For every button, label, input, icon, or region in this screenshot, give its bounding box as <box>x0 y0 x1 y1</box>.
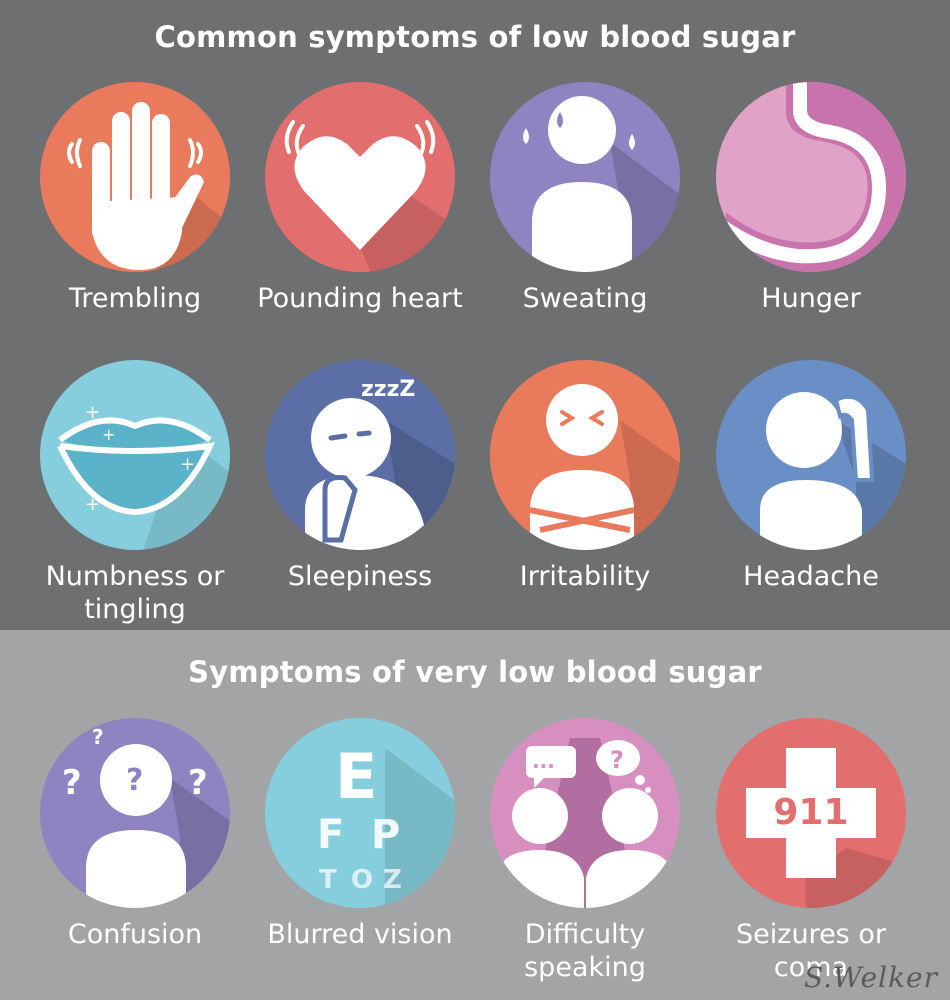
artist-signature: S.Welker <box>803 961 938 994</box>
svg-text:?: ? <box>92 725 104 749</box>
svg-text:+: + <box>102 425 115 444</box>
zzz-text: zzzZ <box>361 377 415 402</box>
svg-text:O: O <box>351 865 373 895</box>
svg-text:P: P <box>371 812 400 858</box>
lips-icon: + + + + <box>40 360 230 550</box>
eye-chart-icon: E F P T O Z <box>265 718 455 908</box>
symptom-label: Hunger <box>761 283 861 314</box>
common-symptoms-title: Common symptoms of low blood sugar <box>154 20 796 54</box>
hand-icon <box>40 82 230 272</box>
svg-text:E: E <box>335 740 377 813</box>
svg-text:T: T <box>319 865 337 895</box>
irritated-person-icon <box>490 360 680 550</box>
symptom-label: Blurred vision <box>267 919 453 950</box>
svg-text:?: ? <box>62 763 82 803</box>
svg-text:+: + <box>85 494 100 515</box>
stomach-icon <box>716 82 906 272</box>
symptom-label: Confusion <box>67 919 203 950</box>
svg-text:Z: Z <box>383 865 402 895</box>
svg-text:F: F <box>317 812 344 858</box>
sleepy-person-icon: zzzZ <box>265 360 455 550</box>
severe-symptoms-title: Symptoms of very low blood sugar <box>188 655 762 689</box>
svg-text:?: ? <box>188 763 208 803</box>
headache-person-icon <box>716 360 906 550</box>
emergency-number: 911 <box>773 792 848 833</box>
symptom-label: Sleepiness <box>287 561 433 592</box>
symptom-label: Headache <box>743 561 879 592</box>
symptom-label: Difficulty speaking <box>524 919 646 983</box>
heart-icon <box>265 82 455 272</box>
sweating-person-icon <box>490 82 680 272</box>
symptom-label: Numbness or tingling <box>45 561 225 625</box>
symptom-label: Irritability <box>519 561 651 592</box>
speaking-people-icon: ... ? <box>490 718 680 908</box>
svg-text:?: ? <box>610 746 624 774</box>
emergency-cross-icon: 911 <box>716 718 906 908</box>
symptom-label: Sweating <box>522 283 648 314</box>
svg-text:?: ? <box>126 763 143 798</box>
svg-text:...: ... <box>532 749 555 773</box>
svg-text:+: + <box>85 402 100 423</box>
symptom-label: Seizures or coma <box>736 919 886 983</box>
confused-person-icon: ? ? ? ? <box>40 718 230 908</box>
svg-text:+: + <box>180 454 195 475</box>
symptom-label: Trembling <box>68 283 202 314</box>
symptom-label: Pounding heart <box>257 283 463 314</box>
